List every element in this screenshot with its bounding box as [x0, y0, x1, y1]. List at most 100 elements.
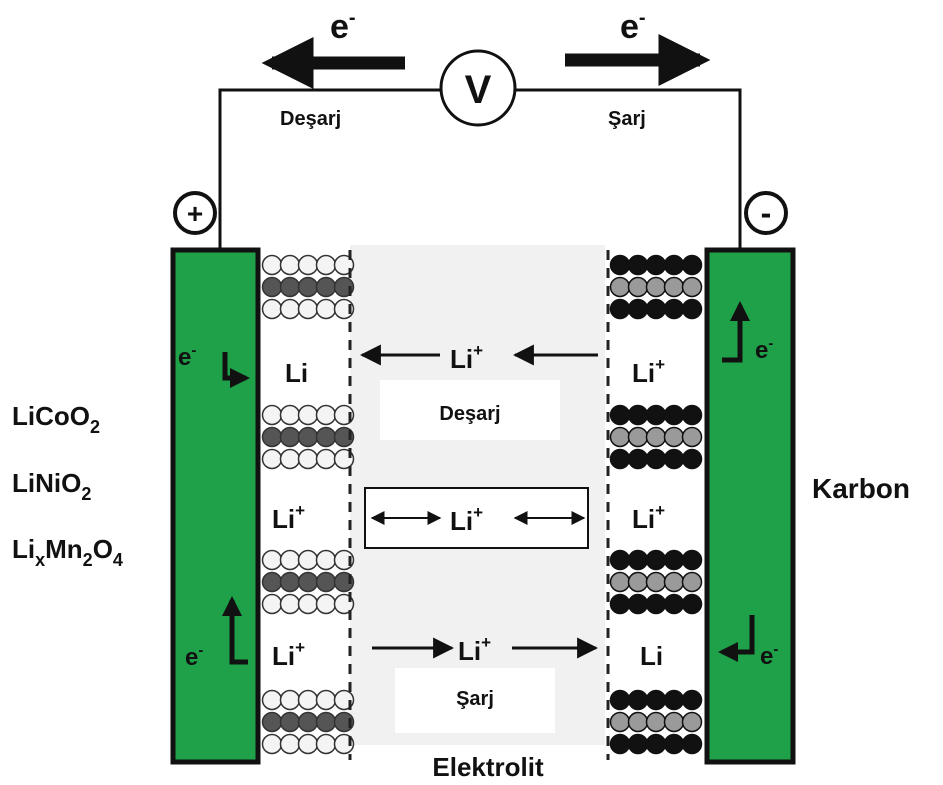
cathode-material-2: LiNiO2 — [12, 468, 91, 504]
external-circuit-wire — [218, 88, 742, 250]
anode-atom — [609, 689, 631, 711]
charge-label-top: Şarj — [608, 108, 646, 130]
anode-atom — [681, 711, 703, 733]
anode-atom — [609, 448, 631, 470]
anode-atom — [627, 711, 649, 733]
anode-atom — [609, 276, 631, 298]
anode-atom — [663, 733, 685, 755]
anode-atom — [627, 733, 649, 755]
anode-li-neutral: Li — [640, 641, 663, 671]
cathode-atom — [297, 571, 319, 593]
positive-terminal: + — [173, 191, 217, 235]
cathode-atom — [297, 276, 319, 298]
anode-electron-bottom: e- — [760, 641, 778, 670]
cathode-atom — [315, 571, 337, 593]
anode-atom — [627, 448, 649, 470]
anode-atom — [681, 426, 703, 448]
charge-ion-label: Li+ — [458, 633, 491, 666]
anode-lattice — [609, 254, 703, 755]
electron-label-right: e- — [620, 7, 646, 46]
anode-atom — [609, 404, 631, 426]
cathode-atom — [279, 549, 301, 571]
anode-atom — [627, 298, 649, 320]
cathode-atom — [315, 254, 337, 276]
cathode-atom — [297, 404, 319, 426]
cathode-atom — [261, 298, 283, 320]
cathode-atom — [261, 593, 283, 615]
charge-box-label: Şarj — [456, 688, 494, 710]
cathode-atom — [261, 254, 283, 276]
anode-atom — [681, 571, 703, 593]
anode-atom — [609, 571, 631, 593]
cathode-atom — [279, 571, 301, 593]
anode-atom — [627, 426, 649, 448]
anode-atom — [681, 733, 703, 755]
cathode-atom — [297, 298, 319, 320]
anode-atom — [627, 254, 649, 276]
anode-atom — [681, 549, 703, 571]
anode-atom — [681, 593, 703, 615]
cathode-atom — [279, 298, 301, 320]
voltmeter: V — [439, 49, 517, 127]
cathode-material-1: LiCoO2 — [12, 401, 100, 437]
cathode-atom — [297, 549, 319, 571]
anode-atom — [609, 711, 631, 733]
anode-atom — [681, 404, 703, 426]
cathode-atom — [279, 276, 301, 298]
cathode-atom — [261, 571, 283, 593]
anode-atom — [609, 549, 631, 571]
anode-atom — [645, 254, 667, 276]
cathode-atom — [297, 733, 319, 755]
cathode-atom — [279, 689, 301, 711]
negative-terminal: - — [744, 191, 788, 235]
anode-atom — [645, 448, 667, 470]
anode-atom — [663, 571, 685, 593]
cathode-atom — [279, 593, 301, 615]
electron-label-left: e- — [330, 7, 356, 46]
cathode-atom — [315, 549, 337, 571]
anode-atom — [609, 593, 631, 615]
anode-atom — [645, 298, 667, 320]
anode-atom — [663, 254, 685, 276]
anode-electron-arrow-bottom — [718, 615, 755, 662]
anode-atom — [609, 733, 631, 755]
anode-atom — [681, 254, 703, 276]
cathode-atom — [261, 711, 283, 733]
cathode-atom — [297, 689, 319, 711]
cathode-atom — [297, 254, 319, 276]
cathode-electron-arrow-bottom — [222, 596, 248, 665]
cathode-atom — [315, 426, 337, 448]
anode-electron-arrow-top — [722, 301, 750, 363]
voltmeter-label: V — [465, 68, 492, 112]
cathode-atom — [297, 711, 319, 733]
cathode-electron-bottom: e- — [185, 642, 203, 671]
anode-atom — [663, 276, 685, 298]
anode-atom — [627, 549, 649, 571]
cathode-li-neutral: Li — [285, 358, 308, 388]
anode-electron-top: e- — [755, 335, 773, 364]
cathode-li-ion-mid: Li+ — [272, 501, 305, 534]
anode-atom — [627, 571, 649, 593]
anode-atom — [663, 448, 685, 470]
cathode-atom — [261, 549, 283, 571]
anode-atom — [609, 254, 631, 276]
anode-atom — [663, 689, 685, 711]
transport-ion-label: Li+ — [450, 503, 483, 536]
anode-atom — [627, 404, 649, 426]
anode-atom — [645, 733, 667, 755]
discharge-box-label: Deşarj — [439, 403, 500, 425]
cathode-atom — [279, 448, 301, 470]
discharge-label-top: Deşarj — [280, 108, 341, 130]
cathode-atom — [261, 426, 283, 448]
anode-atom — [645, 276, 667, 298]
anode-atom — [663, 298, 685, 320]
svg-text:+: + — [187, 198, 203, 229]
cathode-electrode — [170, 247, 261, 765]
charge-box — [395, 668, 555, 733]
cathode-atom — [261, 448, 283, 470]
cathode-atom — [297, 426, 319, 448]
anode-atom — [681, 276, 703, 298]
cathode-atom — [261, 689, 283, 711]
cathode-atom — [279, 404, 301, 426]
